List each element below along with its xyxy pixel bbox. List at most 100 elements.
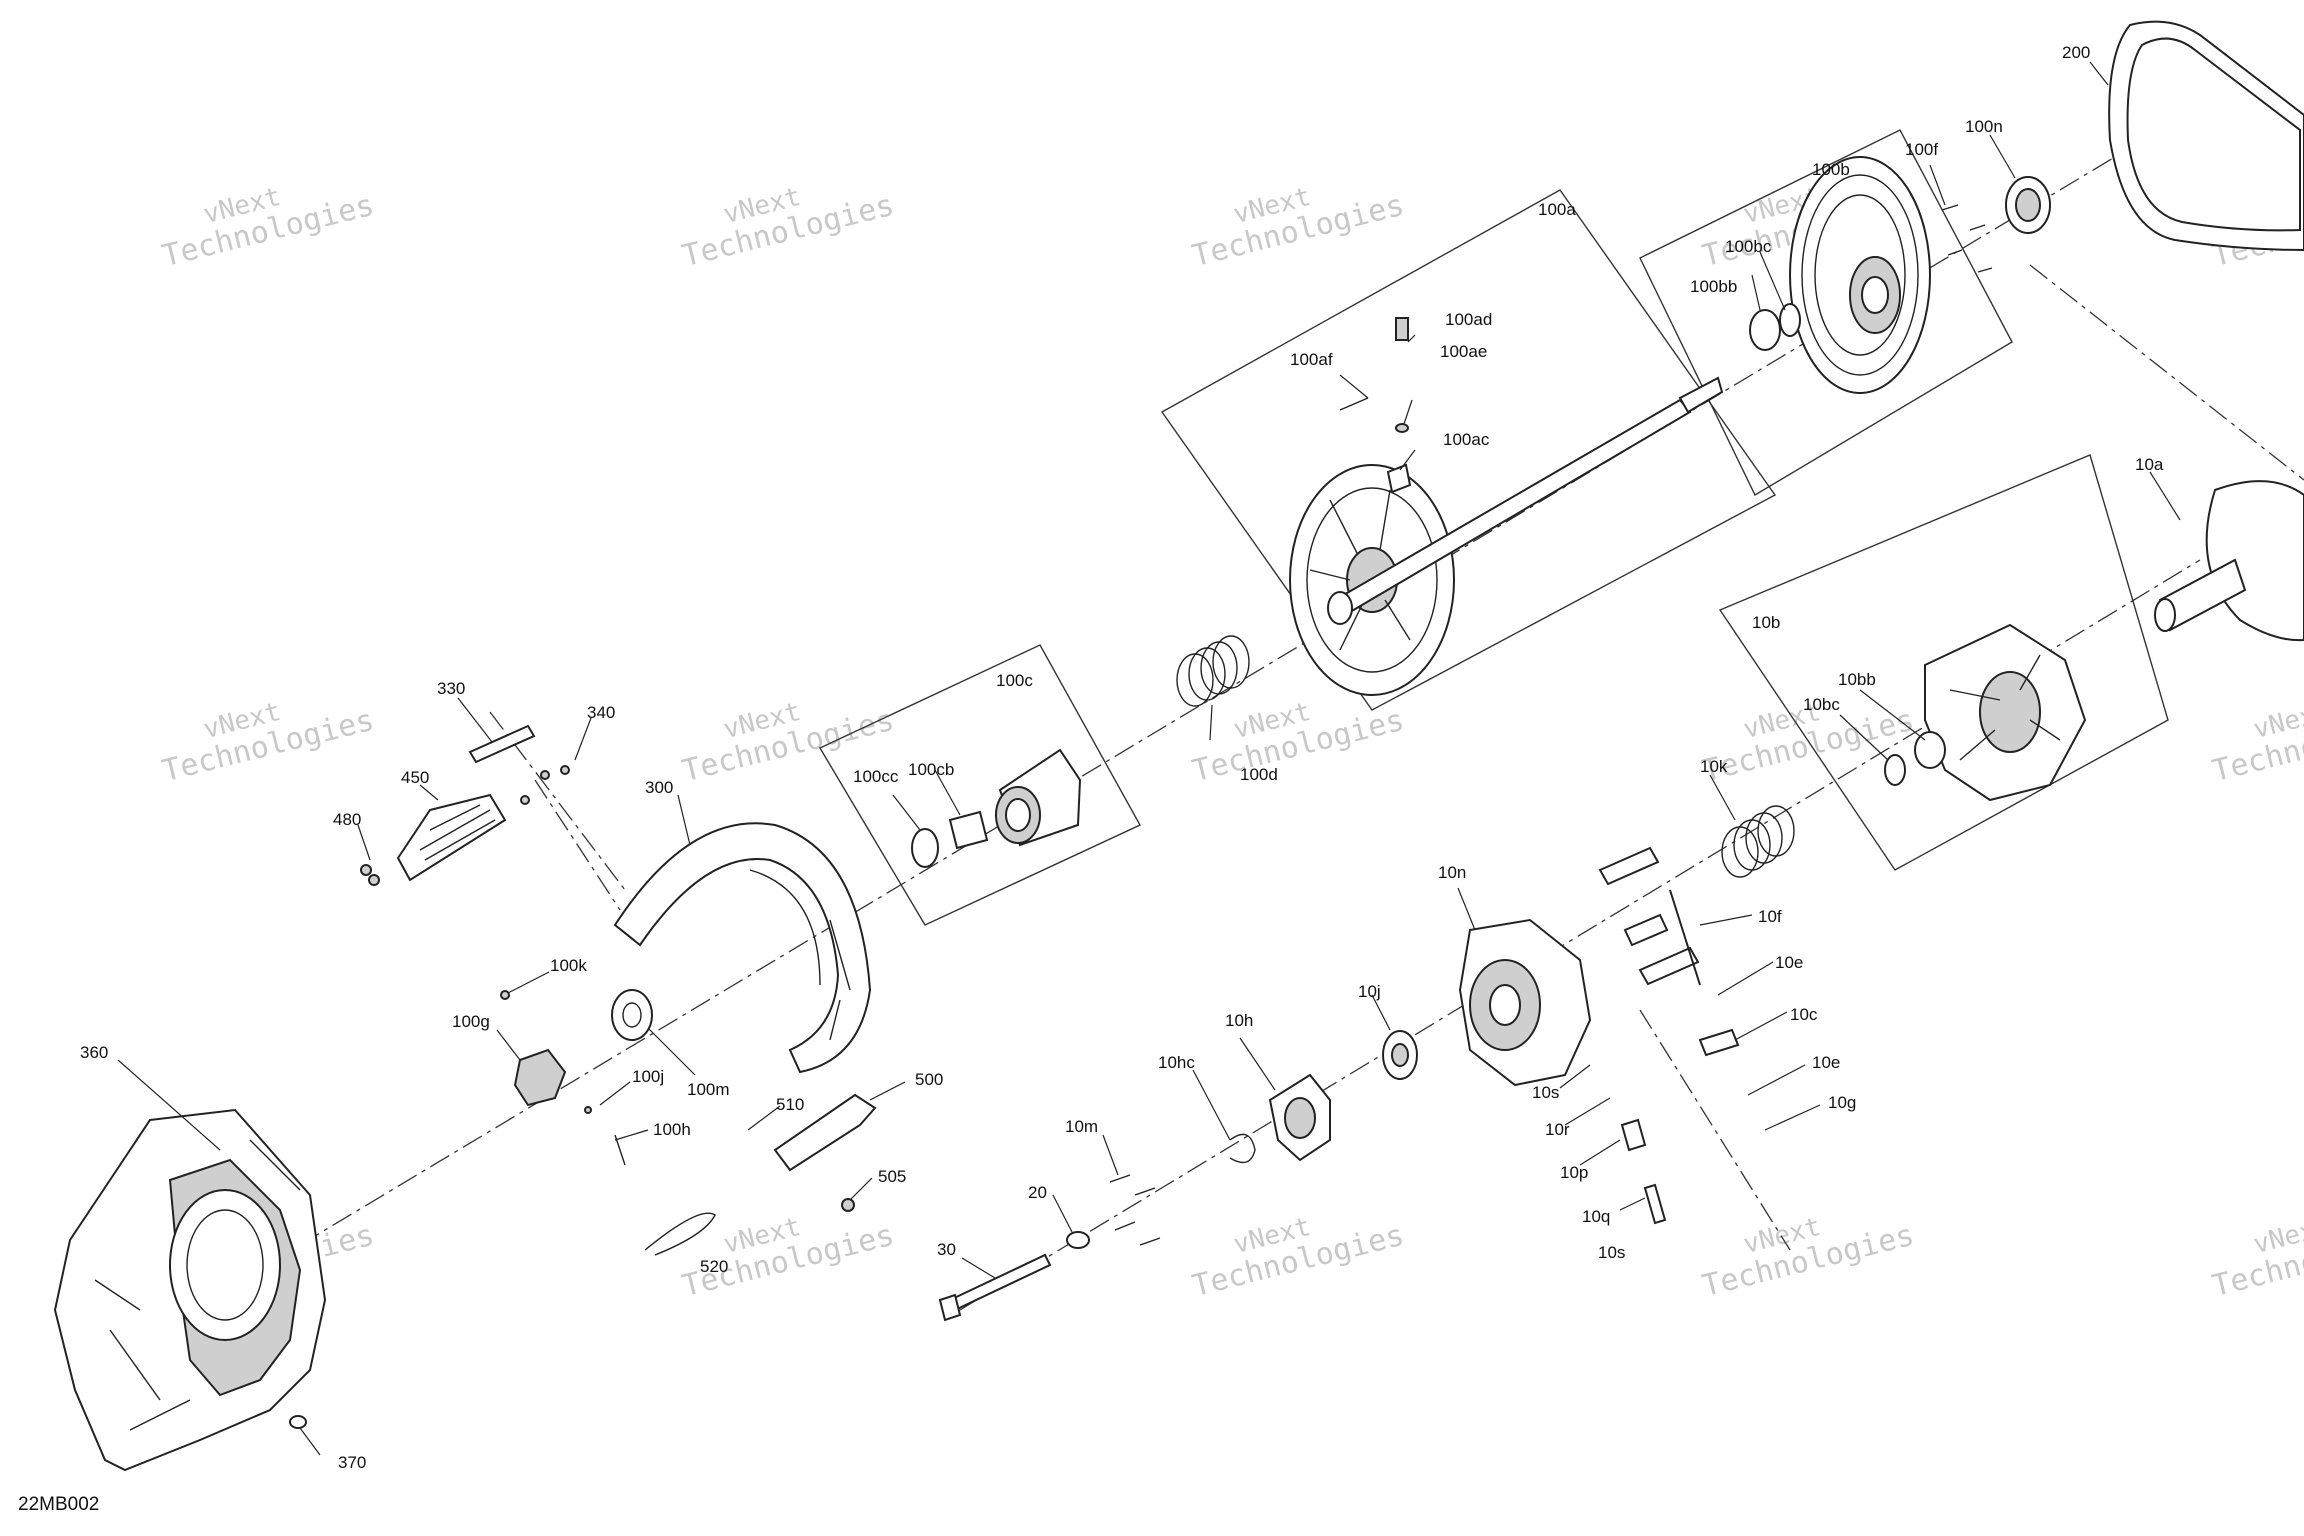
callout-10s: 10s [1598,1243,1625,1262]
part-450-plate [396,793,507,882]
part-100cc-snap-ring [911,828,939,868]
callout-100n: 100n [1965,117,2003,136]
callout-100ac: 100ac [1443,430,1490,449]
part-100b-movable-sheave [1789,156,1931,394]
part-10b-spider [1924,623,2087,802]
callout-340: 340 [587,703,615,722]
callout-100h: 100h [653,1120,691,1139]
part-10k-spring [1721,805,1795,878]
axis-line-belt [2029,264,2304,481]
callout-10e: 10e [1775,953,1803,972]
part-100f-screws [1941,204,1993,273]
callout-10e: 10e [1812,1053,1840,1072]
part-100ad-100ae-100ac-hardware [1339,317,1412,494]
part-100g-nut [513,1048,567,1107]
part-10h-hub [1268,1073,1331,1162]
callout-10k: 10k [1700,757,1728,776]
callout-360: 360 [80,1043,108,1062]
part-100c-cam [995,748,1082,847]
callout-100ad: 100ad [1445,310,1492,329]
callout-200: 200 [2062,43,2090,62]
callout-450: 450 [401,768,429,787]
callout-100cb: 100cb [908,760,954,779]
figure-code: 22MB002 [18,1494,99,1515]
callout-100b: 100b [1812,160,1850,179]
callout-10s: 10s [1532,1083,1559,1102]
part-100d-spring [1176,635,1250,707]
group-box-100a [1160,189,1777,711]
callout-505: 505 [878,1167,906,1186]
axis-line-pin [1639,1009,1791,1251]
callout-10g: 10g [1828,1093,1856,1112]
part-10n-cover [1458,918,1592,1087]
callout-100af: 100af [1290,350,1333,369]
callout-20: 20 [1028,1183,1047,1202]
callout-510: 510 [776,1095,804,1114]
part-100bc-snap-ring [1779,303,1801,337]
callout-30: 30 [937,1240,956,1259]
callout-10m: 10m [1065,1117,1098,1136]
callout-10bc: 10bc [1803,695,1840,714]
callout-10a: 10a [2135,455,2164,474]
callout-100ae: 100ae [1440,342,1487,361]
part-500-bracket [773,1093,877,1172]
callout-100a: 100a [1538,200,1576,219]
group-box-100c [819,644,1141,926]
callout-100k: 100k [550,956,587,975]
group-box-100b [1639,129,2013,496]
part-10a-drive-sheave [2154,480,2304,642]
part-10f-pin [1669,889,1701,986]
callout-100d: 100d [1240,765,1278,784]
axis-line-bracket-2 [534,779,621,911]
part-roller-arms [1598,846,1700,986]
part-200-drive-belt [2108,20,2304,252]
part-10hc-snap-ring [1229,1133,1256,1164]
callout-10bb: 10bb [1838,670,1876,689]
part-10c-roller [1698,1028,1740,1057]
callout-10b: 10b [1752,613,1780,632]
callout-330: 330 [437,679,465,698]
part-10j-seal [1382,1030,1418,1080]
callout-10n: 10n [1438,863,1466,882]
part-10bb-bushing [1914,731,1946,769]
callout-10hc: 10hc [1158,1053,1195,1072]
part-10q-pin [1643,1183,1667,1225]
part-100n-bearing [2005,176,2051,234]
callout-10r: 10r [1545,1120,1570,1139]
part-360-housing [53,1108,327,1472]
part-30-bolt [938,1253,1052,1322]
part-10p-bushing [1620,1118,1647,1152]
callout-100f: 100f [1905,140,1938,159]
callout-100bc: 100bc [1725,237,1772,256]
part-10bc-snap-ring [1884,754,1906,786]
part-370 [289,1415,307,1429]
callout-10j: 10j [1358,982,1381,1001]
part-10m-screws [1109,1174,1161,1246]
part-20-washer [1066,1231,1090,1249]
part-100a-fixed-sheave [1289,376,1724,696]
callout-10q: 10q [1582,1207,1610,1226]
callout-100bb: 100bb [1690,277,1737,296]
callout-labels: 200 100n 100f 100b 100bc 100bb 100a 100ad 100af 1… [80,43,2164,1472]
callout-500: 500 [915,1070,943,1089]
callout-10c: 10c [1790,1005,1818,1024]
callout-100j: 100j [632,1067,664,1086]
part-330-bracket [468,724,536,764]
small-fasteners [360,765,855,1212]
callout-10h: 10h [1225,1011,1253,1030]
callout-100cc: 100cc [853,767,899,786]
callout-100g: 100g [452,1012,490,1031]
callout-100c: 100c [996,671,1033,690]
part-300-belt-guard [613,822,872,1074]
callout-480: 480 [333,810,361,829]
part-100bb-bushing [1749,309,1781,351]
